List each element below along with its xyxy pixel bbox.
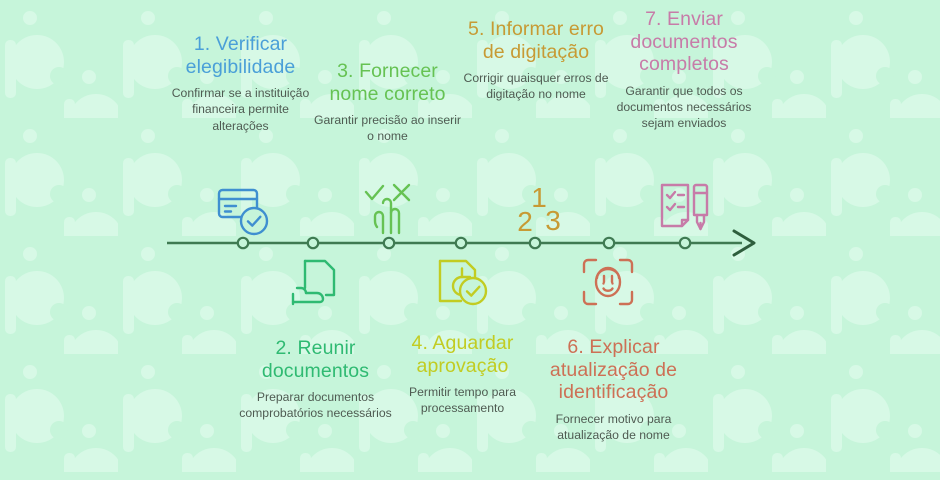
checklist-pen-icon — [658, 182, 712, 234]
step-6-block: 6. Explicar atualização de identificação… — [532, 336, 695, 443]
step-4-description: Permitir tempo para processamento — [408, 385, 516, 416]
step-5-title: 5. Informar erro de digitação — [468, 18, 604, 63]
numbers-123-icon: 1 2 3 — [513, 183, 567, 235]
hand-pointing-check-cross-icon — [362, 183, 418, 235]
step-2-block: 2. Reunir documentos Preparar documentos… — [238, 337, 393, 422]
step-1-block: 1. Verificar elegibilidade Confirmar se … — [163, 33, 318, 134]
step-4-title: 4. Aguardar aprovação — [411, 332, 514, 377]
step-1-description: Confirmar se a instituição financeira pe… — [171, 86, 310, 133]
step-5-description: Corrigir quaisquer erros de digitação no… — [463, 71, 609, 102]
step-5-block: 5. Informar erro de digitação Corrigir q… — [462, 18, 610, 103]
step-2-description: Preparar documentos comprobatórios neces… — [239, 390, 392, 421]
credit-card-check-icon — [216, 186, 272, 238]
step-6-description: Fornecer motivo para atualização de nome — [555, 411, 672, 443]
document-clock-check-icon — [435, 257, 491, 309]
step-2-title: 2. Reunir documentos — [261, 337, 370, 382]
step-3-block: 3. Fornecer nome correto Garantir precis… — [310, 60, 465, 145]
step-7-description: Garantir que todos os documentos necessá… — [616, 83, 752, 131]
step-7-block: 7. Enviar documentos completos Garantir … — [608, 8, 760, 131]
step-3-title: 3. Fornecer nome correto — [329, 60, 446, 105]
svg-text:3: 3 — [545, 205, 561, 235]
step-4-block: 4. Aguardar aprovação Permitir tempo par… — [385, 332, 540, 417]
step-1-title: 1. Verificar elegibilidade — [185, 33, 296, 78]
svg-text:2: 2 — [517, 206, 533, 235]
document-hand-icon — [288, 258, 342, 308]
timeline-marker-group — [236, 236, 692, 250]
step-3-description: Garantir precisão ao inserir o nome — [314, 113, 461, 144]
step-6-title: 6. Explicar atualização de identificação — [549, 336, 678, 404]
step-7-title: 7. Enviar documentos completos — [630, 8, 738, 76]
face-id-scan-icon — [581, 257, 635, 307]
